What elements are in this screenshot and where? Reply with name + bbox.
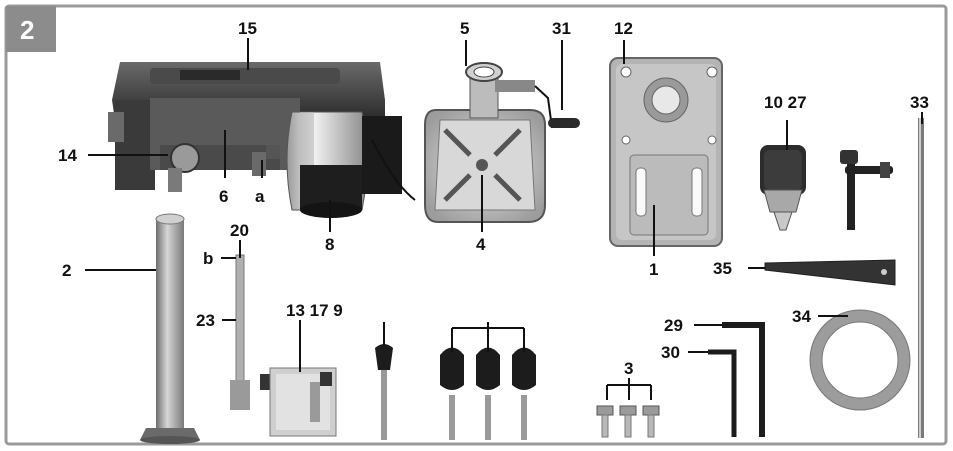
part-label-23: 23 — [196, 311, 215, 330]
part-label-5: 5 — [460, 19, 469, 38]
part-label-29: 29 — [664, 316, 683, 335]
chuck-key-icon — [840, 150, 893, 230]
rod-icon — [918, 118, 924, 438]
part-label-13-17-9: 13 17 9 — [286, 301, 343, 320]
part-label-8: 8 — [325, 235, 334, 254]
drill-head-icon — [108, 62, 385, 192]
part-label-14: 14 — [58, 146, 77, 165]
hex-key-icon — [722, 322, 765, 437]
figure-number: 2 — [20, 15, 34, 45]
base-plate-icon — [609, 57, 723, 247]
part-label-20: 20 — [230, 221, 249, 240]
hex-key-icon — [708, 349, 737, 437]
part-label-6: 6 — [219, 187, 228, 206]
screw-icon — [619, 405, 637, 438]
figure-number-badge — [6, 6, 56, 52]
part-label-4: 4 — [476, 235, 486, 254]
feed-handle-icon — [512, 347, 536, 440]
part-label-3: 3 — [624, 359, 633, 378]
part-label-33: 33 — [910, 93, 929, 112]
chuck-icon — [760, 145, 806, 231]
feed-handle-icon — [476, 347, 500, 440]
part-label-b: b — [203, 249, 213, 268]
part-label-31: 31 — [552, 19, 571, 38]
part-label-34: 34 — [792, 307, 811, 326]
work-table-icon — [424, 62, 580, 223]
part-label-30: 30 — [661, 343, 680, 362]
leader-lines — [85, 38, 923, 400]
screw-icon — [596, 405, 614, 438]
motor-icon — [286, 111, 416, 218]
column-icon — [140, 213, 200, 444]
bracket-icon — [260, 367, 337, 437]
part-label-10-27: 10 27 — [764, 93, 807, 112]
screw-icon — [642, 405, 660, 438]
part-label-2: 2 — [62, 261, 71, 280]
ring-icon — [809, 309, 911, 411]
feed-handle-icon — [440, 347, 464, 440]
part-label-35: 35 — [713, 259, 732, 278]
feed-handle-icon — [375, 344, 393, 440]
part-label-a: a — [255, 187, 265, 206]
part-label-15: 15 — [238, 19, 257, 38]
part-label-12: 12 — [614, 19, 633, 38]
part-label-1: 1 — [649, 260, 658, 279]
